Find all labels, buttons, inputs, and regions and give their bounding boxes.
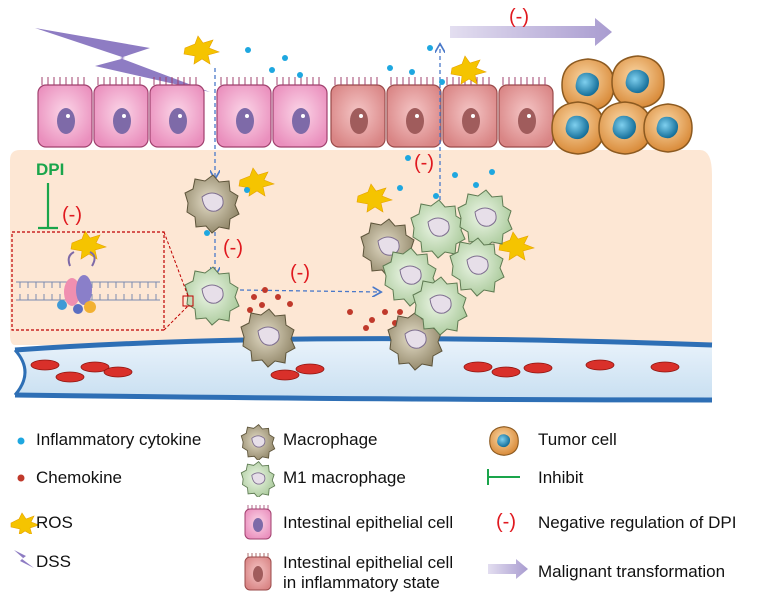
blood-vessel bbox=[13, 336, 713, 403]
legend-tumor-cell: Tumor cell bbox=[538, 430, 617, 449]
membrane-inset bbox=[11, 231, 194, 331]
epithelial-layer-normal bbox=[37, 84, 328, 148]
macrophage-legend-icon bbox=[240, 424, 276, 460]
m1-macrophage-legend-icon bbox=[240, 461, 276, 497]
ros-bursts bbox=[70, 35, 535, 261]
tumor-cell-legend-icon bbox=[489, 426, 519, 456]
malignant-transformation-arrow bbox=[450, 18, 612, 46]
inhibit-legend-icon bbox=[487, 469, 520, 485]
lamina-propria bbox=[10, 150, 712, 345]
legend-negative-regulation: Negative regulation of DPI bbox=[538, 513, 737, 532]
negative-regulation-cytokine: (-) bbox=[414, 152, 434, 174]
epithelial-layer-inflamed bbox=[330, 84, 554, 148]
legend-ros: ROS bbox=[36, 513, 73, 532]
ros-legend-icon bbox=[10, 512, 40, 534]
dss-lightning bbox=[35, 28, 210, 92]
m1-macrophage-cells bbox=[184, 189, 513, 336]
colitis-scene: DPI (-) (-) (-) (-) (-) bbox=[10, 6, 713, 403]
legend-inhibit: Inhibit bbox=[538, 468, 584, 487]
epithelial-cell-legend-icon bbox=[244, 505, 272, 540]
legend-negative-symbol: (-) bbox=[496, 511, 516, 533]
legend-inflamed-cell-line2: in inflammatory state bbox=[283, 573, 440, 592]
legend-chemokine: Chemokine bbox=[36, 468, 122, 487]
inhibit-line bbox=[38, 183, 58, 230]
tumor-cluster bbox=[551, 55, 693, 155]
legend-dss: DSS bbox=[36, 552, 71, 571]
negative-regulation-macrophage: (-) bbox=[223, 237, 243, 259]
negative-regulation-membrane: (-) bbox=[62, 204, 82, 226]
legend-inflammatory-cytokine: Inflammatory cytokine bbox=[36, 430, 202, 449]
legend-m1-macrophage: M1 macrophage bbox=[283, 468, 406, 487]
legend-epithelial-cell: Intestinal epithelial cell bbox=[283, 513, 454, 532]
microvilli bbox=[41, 77, 546, 85]
inflamed-cell-legend-icon bbox=[244, 553, 272, 591]
chemokine-legend-icon bbox=[17, 474, 25, 482]
negative-regulation-chemokine: (-) bbox=[290, 262, 310, 284]
dss-legend-icon bbox=[14, 550, 34, 568]
negative-regulation-transformation: (-) bbox=[509, 6, 529, 28]
chemokine-dots bbox=[247, 287, 403, 331]
cytokine-legend-icon bbox=[17, 437, 25, 445]
dpi-label: DPI bbox=[36, 160, 65, 179]
scene-svg bbox=[10, 18, 713, 403]
malignant-transformation-legend-icon bbox=[488, 559, 528, 579]
legend-macrophage: Macrophage bbox=[283, 430, 378, 449]
legend-malignant-transformation: Malignant transformation bbox=[538, 562, 726, 581]
legend-inflamed-cell-line1: Intestinal epithelial cell bbox=[283, 553, 454, 572]
